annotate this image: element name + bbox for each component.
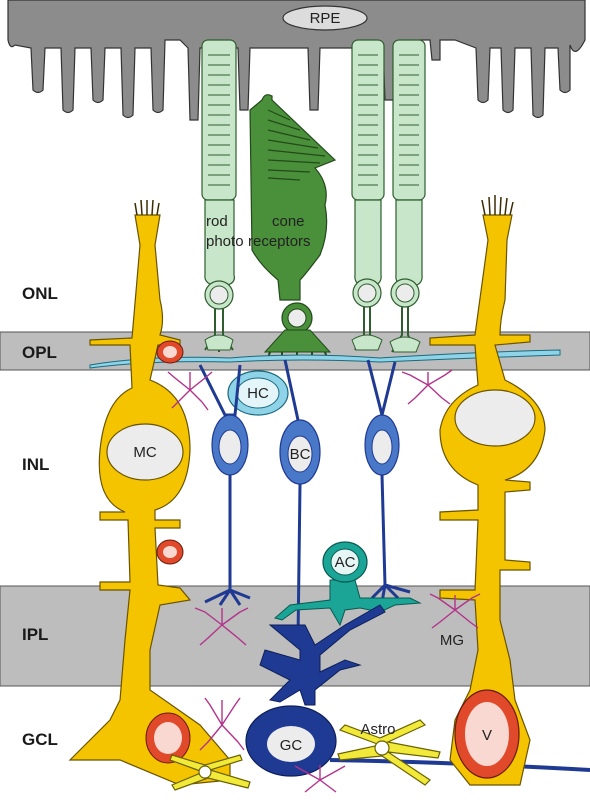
layer-label-inl: INL xyxy=(22,455,49,474)
bc-label: BC xyxy=(290,446,311,463)
astrocyte-left xyxy=(169,754,251,791)
muller-cell-left: MC xyxy=(68,199,231,786)
layer-label-onl: ONL xyxy=(22,284,58,303)
microglia-4 xyxy=(429,593,481,629)
layer-label-ipl: IPL xyxy=(22,625,48,644)
bipolar-cell-right xyxy=(364,359,411,603)
microglia-6 xyxy=(294,765,346,793)
microglia-3 xyxy=(194,607,249,646)
rod-label: rod xyxy=(206,213,228,230)
cone-photoreceptor xyxy=(249,94,337,360)
rod-photoreceptor-1 xyxy=(201,39,237,352)
rod-photoreceptor-2 xyxy=(351,39,385,351)
v-label: V xyxy=(482,727,492,744)
mc-label: MC xyxy=(133,444,156,461)
microglia-5 xyxy=(199,697,245,751)
gc-label: GC xyxy=(280,737,303,754)
cone-label: cone xyxy=(272,213,305,230)
ganglion-cell: GC xyxy=(245,604,590,777)
bipolar-cell-left xyxy=(198,364,251,606)
amacrine-cell: AC xyxy=(273,541,422,627)
rpe-label: RPE xyxy=(310,10,341,27)
bipolar-cell-center: BC xyxy=(279,359,321,641)
hc-label: HC xyxy=(247,385,269,402)
horizontal-cell: HC xyxy=(89,349,561,416)
muller-cell-right: V xyxy=(429,195,546,786)
microglia-2 xyxy=(401,369,453,405)
microglia-1 xyxy=(167,371,213,411)
rpe-layer: RPE xyxy=(7,0,586,121)
photoreceptors-label-rod: photo xyxy=(206,233,244,250)
rod-photoreceptor-3 xyxy=(389,39,426,353)
astrocyte-right: Astro xyxy=(337,719,441,786)
mg-label: MG xyxy=(440,632,464,649)
astro-label: Astro xyxy=(360,721,395,738)
photoreceptors-label-cone: receptors xyxy=(248,233,311,250)
layer-label-gcl: GCL xyxy=(22,730,58,749)
microglia xyxy=(167,369,481,793)
ac-label: AC xyxy=(335,554,356,571)
layer-label-opl: OPL xyxy=(22,343,57,362)
